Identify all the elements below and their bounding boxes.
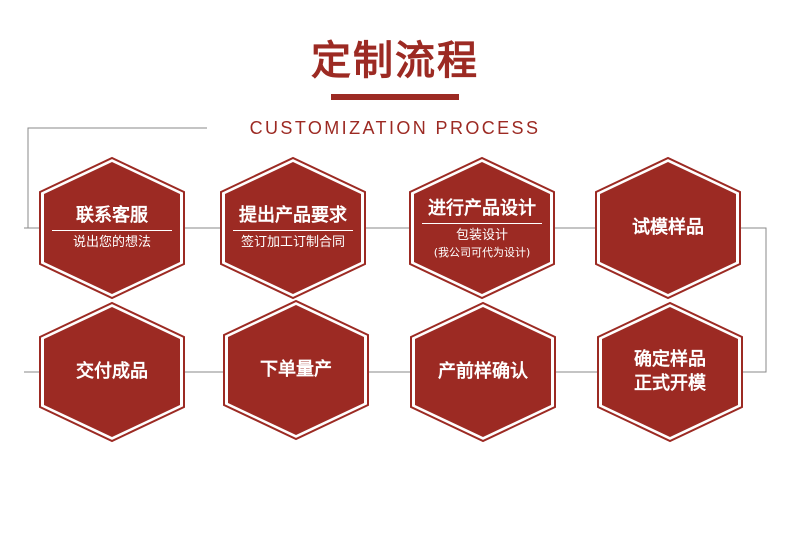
hexagon-nodes (39, 156, 743, 443)
title-underline (331, 94, 459, 100)
hexagon-step-3 (409, 156, 555, 300)
hexagon-step-4 (595, 156, 741, 300)
hexagon-step-5 (597, 301, 743, 443)
hexagon-step-6 (410, 301, 556, 443)
page-subtitle: CUSTOMIZATION PROCESS (249, 118, 541, 138)
hexagon-step-8 (39, 301, 185, 443)
page-title: 定制流程 (311, 38, 479, 84)
hexagon-step-2 (220, 156, 366, 300)
hexagon-step-1 (39, 156, 185, 300)
hexagon-step-7 (223, 299, 369, 441)
